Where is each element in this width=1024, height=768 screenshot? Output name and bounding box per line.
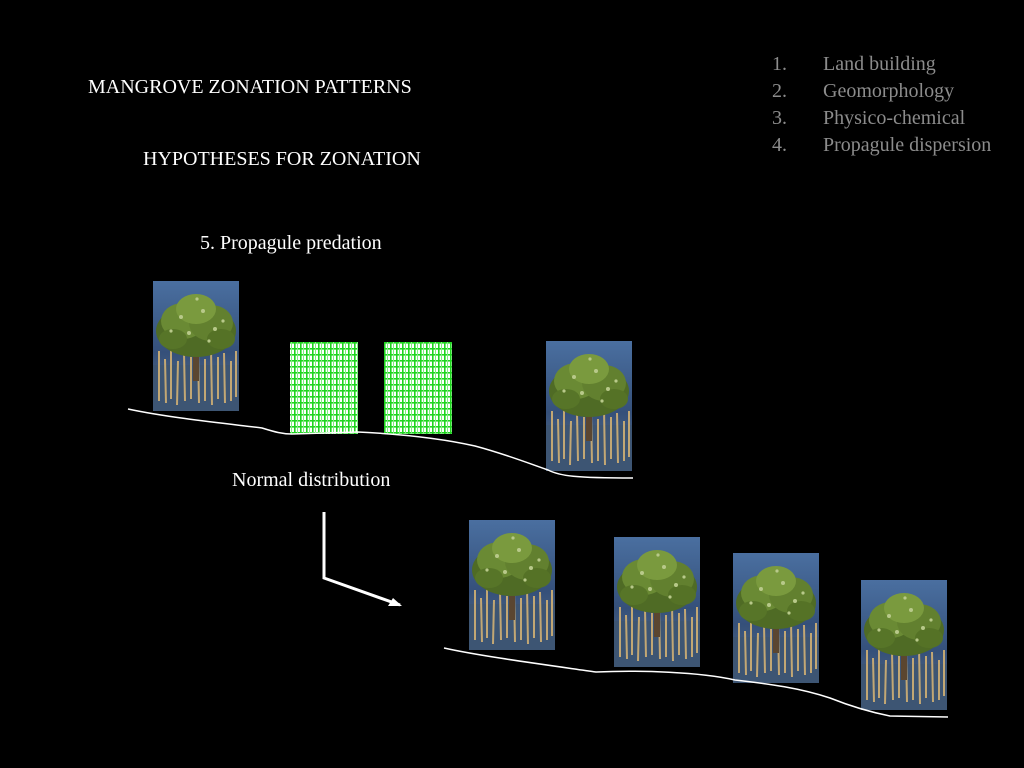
current-hypothesis: 5. Propagule predation xyxy=(200,232,382,254)
hypotheses-list: 1.Land building 2.Geomorphology 3.Physic… xyxy=(772,52,991,160)
normal-distribution-caption: Normal distribution xyxy=(232,469,391,491)
list-item: 4.Propagule dispersion xyxy=(772,134,992,156)
arrow-icon xyxy=(322,512,401,607)
mangrove-tree-icon xyxy=(468,519,556,651)
propagule-grid-icon xyxy=(384,342,452,434)
mangrove-tree-icon xyxy=(613,536,701,668)
shoreline-upper xyxy=(127,408,634,479)
list-item: 3.Physico-chemical xyxy=(772,107,966,129)
mangrove-tree-icon xyxy=(860,579,948,711)
list-item: 2.Geomorphology xyxy=(772,80,955,102)
shoreline-lower xyxy=(443,647,949,718)
mangrove-tree-icon xyxy=(545,340,633,472)
mangrove-tree-icon xyxy=(152,280,240,412)
slide-subtitle: HYPOTHESES FOR ZONATION xyxy=(143,148,421,170)
list-item: 1.Land building xyxy=(772,53,936,75)
propagule-grid-icon xyxy=(290,342,358,434)
slide-title: MANGROVE ZONATION PATTERNS xyxy=(88,76,412,98)
mangrove-tree-icon xyxy=(732,552,820,684)
